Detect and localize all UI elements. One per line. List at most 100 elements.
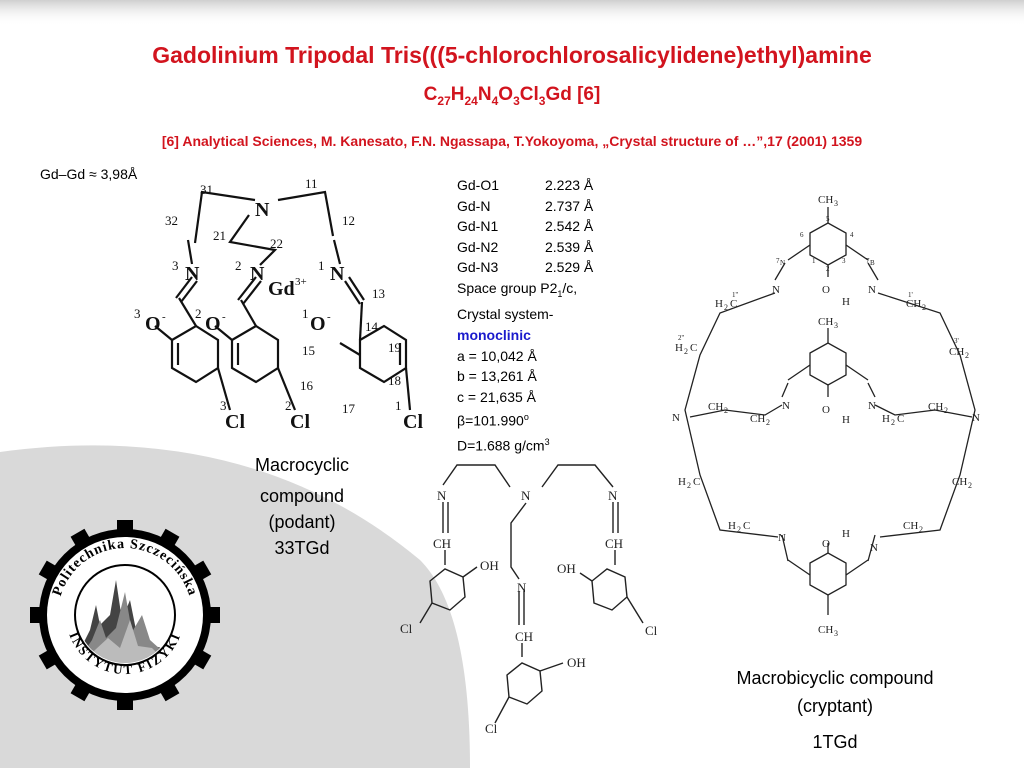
svg-text:3: 3: [172, 258, 179, 273]
svg-text:22: 22: [270, 236, 283, 251]
svg-text:CH: CH: [906, 298, 921, 310]
chemical-formula: C27H24N4O3Cl3Gd [6]: [423, 84, 601, 108]
svg-text:5: 5: [826, 215, 830, 223]
svg-text:1: 1: [302, 306, 309, 321]
svg-text:3: 3: [834, 321, 838, 330]
svg-text:N: N: [868, 400, 876, 412]
svg-text:2: 2: [944, 406, 948, 415]
svg-text:7: 7: [866, 257, 870, 265]
svg-text:N: N: [437, 488, 447, 503]
svg-text:2: 2: [766, 418, 770, 427]
cell-c: c = 21,635 Å: [457, 388, 537, 405]
cell-a: a = 10,042 Å: [457, 347, 537, 364]
svg-text:2: 2: [891, 418, 895, 427]
svg-text:3: 3: [834, 199, 838, 208]
svg-text:N: N: [330, 263, 345, 285]
svg-text:16: 16: [300, 378, 314, 393]
cell-b: b = 13,261 Å: [457, 368, 537, 385]
svg-text:17: 17: [342, 401, 356, 416]
crystal-system-label: Crystal system-: [457, 306, 554, 323]
svg-text:2'': 2'': [678, 334, 684, 342]
svg-text:19: 19: [388, 340, 401, 355]
svg-text:2: 2: [826, 265, 830, 273]
top-fade-band: [0, 0, 1024, 26]
svg-text:OH: OH: [557, 561, 576, 576]
svg-text:H: H: [882, 413, 890, 425]
svg-text:N: N: [778, 532, 786, 544]
svg-text:2: 2: [922, 303, 926, 312]
svg-text:OH: OH: [480, 558, 499, 573]
svg-text:OH: OH: [567, 655, 586, 670]
svg-text:C: C: [743, 520, 750, 532]
svg-text:Cl: Cl: [645, 623, 658, 638]
svg-text:2: 2: [285, 398, 292, 413]
svg-text:N: N: [517, 580, 527, 595]
svg-text:14: 14: [365, 319, 379, 334]
svg-text:3: 3: [834, 629, 838, 638]
svg-text:O: O: [822, 284, 830, 296]
svg-text:-: -: [222, 311, 226, 323]
svg-text:3: 3: [842, 257, 846, 265]
svg-text:CH: CH: [928, 401, 943, 413]
svg-text:CH: CH: [903, 520, 918, 532]
svg-text:N: N: [972, 412, 980, 424]
svg-text:2: 2: [724, 303, 728, 312]
svg-text:-: -: [162, 311, 166, 323]
svg-text:N: N: [255, 199, 270, 221]
svg-text:N: N: [870, 542, 878, 554]
svg-text:N: N: [185, 263, 200, 285]
svg-text:N: N: [608, 488, 618, 503]
literature-reference: [6] Analytical Sciences, M. Kanesato, F.…: [161, 133, 863, 149]
svg-text:CH: CH: [818, 194, 833, 206]
svg-text:31: 31: [200, 182, 213, 197]
svg-text:3+: 3+: [295, 276, 307, 288]
svg-text:O: O: [822, 404, 830, 416]
slide-title: Gadolinium Tripodal Tris(((5-chlorochlor…: [152, 42, 872, 68]
svg-text:CH: CH: [605, 536, 623, 551]
svg-text:CH: CH: [949, 346, 964, 358]
svg-text:CH: CH: [708, 401, 723, 413]
svg-text:H: H: [842, 296, 850, 308]
svg-text:2: 2: [235, 258, 242, 273]
svg-text:3: 3: [220, 398, 227, 413]
svg-text:Cl: Cl: [290, 411, 310, 433]
svg-text:O: O: [145, 313, 161, 335]
svg-text:13: 13: [372, 286, 385, 301]
university-logo: Politechnika Szczecińska INSTYTUT FIZYKI: [30, 520, 220, 710]
svg-text:3': 3': [954, 337, 959, 345]
svg-text:1: 1: [318, 258, 325, 273]
svg-text:C: C: [693, 476, 700, 488]
svg-text:H: H: [675, 342, 683, 354]
svg-text:11: 11: [305, 176, 318, 191]
svg-text:O: O: [310, 313, 326, 335]
svg-text:3: 3: [134, 306, 141, 321]
spectrum-icon: [77, 567, 173, 663]
svg-text:N: N: [772, 284, 780, 296]
svg-text:1'': 1'': [732, 291, 738, 299]
svg-text:Cl: Cl: [485, 721, 498, 736]
svg-text:N: N: [521, 488, 531, 503]
svg-text:21: 21: [213, 228, 226, 243]
svg-text:2: 2: [195, 306, 202, 321]
svg-text:Gd: Gd: [268, 278, 295, 300]
svg-text:1': 1': [908, 291, 913, 299]
svg-text:O: O: [205, 313, 221, 335]
svg-text:C: C: [897, 413, 904, 425]
svg-text:H: H: [678, 476, 686, 488]
svg-text:B: B: [870, 259, 875, 267]
svg-text:1: 1: [812, 257, 816, 265]
crystal-system-value: monoclinic: [457, 326, 531, 343]
svg-text:N: N: [780, 259, 785, 267]
svg-text:-: -: [327, 311, 331, 323]
svg-text:C: C: [690, 342, 697, 354]
svg-text:2: 2: [965, 351, 969, 360]
svg-text:32: 32: [165, 213, 178, 228]
svg-text:2: 2: [687, 481, 691, 490]
